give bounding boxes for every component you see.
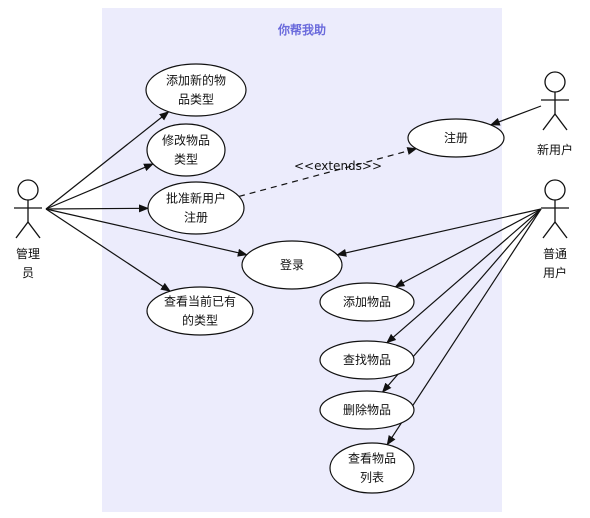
actor-head-icon — [17, 179, 39, 201]
usecase-label: 品类型 — [178, 93, 214, 107]
actor-admin[interactable]: 管理员 — [14, 179, 42, 280]
actor-newuser[interactable]: 新用户 — [537, 71, 573, 157]
actor-head-icon — [544, 179, 566, 201]
usecase-label: 查找物品 — [343, 353, 391, 367]
usecase-find-item[interactable]: 查找物品 — [319, 340, 415, 380]
usecase-register[interactable]: 注册 — [407, 118, 505, 158]
actor-leg-icon — [542, 113, 556, 131]
usecase-add-item[interactable]: 添加物品 — [319, 282, 415, 322]
association-admin-uc-approve — [45, 204, 150, 213]
usecase-label: 批准新用户 — [166, 191, 226, 206]
association-admin-uc-view-types — [45, 208, 171, 292]
usecase-ellipse — [241, 240, 343, 290]
usecase-ellipse — [329, 442, 415, 494]
usecase-label: 注册 — [184, 210, 208, 225]
actor-label: 用户 — [543, 265, 567, 280]
usecase-label: 注册 — [444, 130, 468, 145]
usecase-label: 添加物品 — [343, 295, 391, 309]
association-user-uc-login — [336, 208, 542, 257]
association-newuser-uc-register — [489, 105, 542, 126]
actor-head-icon — [544, 71, 566, 93]
usecase-label: 添加新的物 — [166, 73, 226, 88]
actor-label: 管理 — [16, 246, 40, 261]
usecase-label: 登录 — [280, 257, 304, 272]
actor-label: 新用户 — [537, 142, 573, 157]
usecase-label: 查看物品 — [348, 452, 396, 466]
usecase-label: 列表 — [360, 471, 384, 485]
actor-label: 员 — [22, 266, 34, 280]
usecase-ellipse — [319, 390, 415, 430]
actor-label: 普通 — [543, 247, 567, 261]
system-title: 你帮我助 — [277, 22, 326, 37]
extends-line — [238, 147, 418, 198]
usecase-login[interactable]: 登录 — [241, 240, 343, 290]
usecase-label: 查看当前已有 — [164, 294, 236, 309]
usecase-ellipse — [407, 118, 505, 158]
actor-leg-icon — [554, 113, 568, 131]
usecase-label: 删除物品 — [343, 402, 391, 417]
association-user-uc-add-item — [394, 208, 542, 288]
usecase-label: 类型 — [174, 153, 198, 167]
usecase-ellipse — [147, 181, 245, 235]
usecase-ellipse — [146, 286, 254, 336]
usecase-label: 的类型 — [182, 313, 218, 328]
usecase-ellipse — [145, 63, 247, 117]
usecase-delete-item[interactable]: 删除物品 — [319, 390, 415, 430]
usecase-ellipse — [319, 282, 415, 322]
actor-leg-icon — [542, 221, 556, 239]
association-user-uc-find-item — [386, 208, 542, 344]
usecase-ellipse — [319, 340, 415, 380]
association-admin-uc-login — [45, 208, 248, 257]
actor-leg-icon — [15, 221, 29, 239]
actor-leg-icon — [554, 221, 568, 239]
extends-label: <<extends>> — [294, 159, 382, 173]
association-admin-uc-add-type — [45, 111, 170, 210]
usecase-ellipse — [146, 123, 226, 177]
actor-leg-icon — [27, 221, 41, 239]
association-admin-uc-edit-item — [45, 163, 154, 210]
usecase-label: 修改物品 — [162, 133, 210, 148]
